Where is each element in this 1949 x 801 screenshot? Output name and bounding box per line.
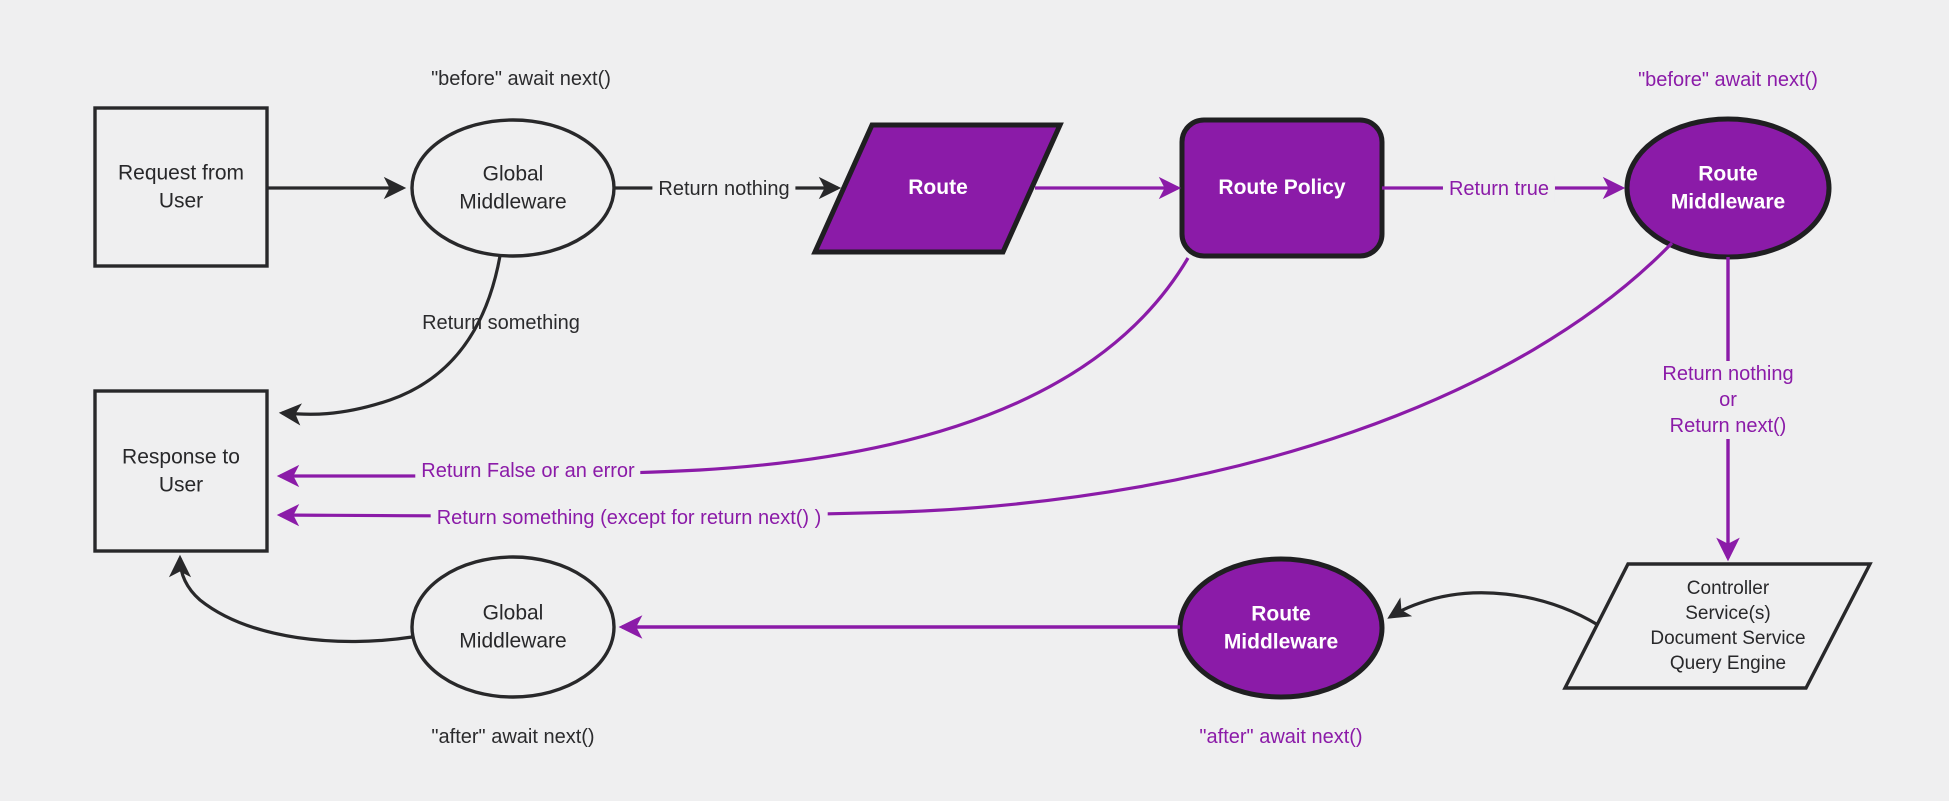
- node-route: [811, 122, 1064, 255]
- node-response-to-user: [93, 389, 269, 553]
- edge-controller-to-route-middleware-after: [1387, 591, 1599, 627]
- node-global-middleware-after: [410, 555, 616, 699]
- node-global-middleware-before: [410, 118, 616, 258]
- node-request-from-user: [93, 106, 269, 268]
- edge-route-policy-to-response: [276, 257, 1190, 488]
- node-route-middleware-before: [1624, 116, 1832, 260]
- node-route-policy: [1179, 117, 1385, 259]
- edge-global-middleware-to-response: [278, 255, 502, 426]
- node-route-middleware-after: [1177, 556, 1385, 700]
- edge-global-middleware-after-to-response: [168, 554, 413, 644]
- node-controller-services: [1562, 562, 1873, 690]
